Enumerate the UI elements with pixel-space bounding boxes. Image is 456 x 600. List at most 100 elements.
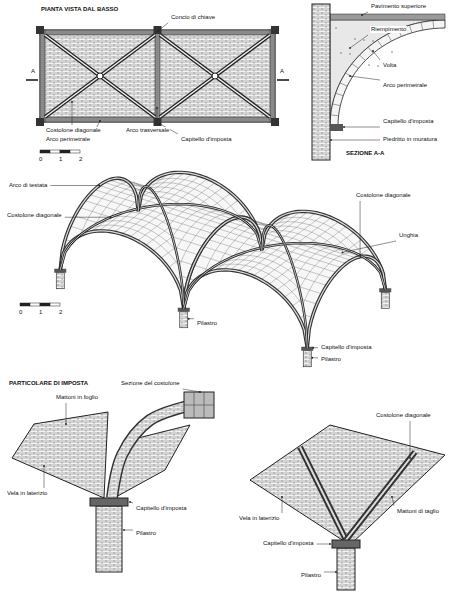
- face-arch: [60, 231, 184, 309]
- springer-detail: [12, 392, 214, 572]
- rib-section: [184, 392, 214, 418]
- section-mark: [26, 79, 289, 81]
- part-label: Costolone diagonale: [355, 192, 412, 199]
- leader-line: [362, 12, 368, 15]
- infill-grain: [340, 52, 342, 54]
- leader-line: [65, 217, 111, 218]
- leader-line: [350, 76, 380, 80]
- brick-course: [211, 193, 231, 208]
- leader-dot: [123, 529, 125, 531]
- section-mark: A: [279, 68, 285, 75]
- scale-number: 1: [38, 309, 43, 316]
- groin-rib-core: [161, 204, 262, 250]
- diagonal-rib: [160, 35, 270, 117]
- leader-dot: [110, 216, 112, 218]
- leader-dot: [409, 457, 411, 459]
- voussoir-joint: [409, 25, 411, 33]
- view-title: SEZIONE A-A: [345, 150, 385, 157]
- scale-bar-segment: [30, 303, 40, 306]
- face-arch: [307, 256, 385, 348]
- brick-course: [90, 195, 136, 210]
- face-arch-core: [184, 217, 262, 309]
- capital: [90, 498, 128, 506]
- leader-line: [343, 241, 396, 252]
- rib-section-joints: [184, 392, 214, 418]
- leader-line: [130, 502, 133, 503]
- infill-grain: [349, 53, 351, 55]
- diagonal-rib-core: [45, 35, 155, 117]
- brick-course: [213, 234, 259, 249]
- capital: [332, 540, 360, 548]
- scale-number: 1: [58, 156, 63, 163]
- leader-dot: [188, 318, 190, 320]
- infill-grain: [335, 27, 337, 29]
- arch-band: [155, 30, 160, 122]
- scale-bar-segment: [40, 303, 50, 306]
- leader-line: [313, 347, 318, 348]
- wall: [312, 4, 330, 160]
- leader-dot: [65, 423, 67, 425]
- part-label: Costolone diagonale: [375, 412, 432, 419]
- pier-shaft: [337, 548, 355, 590]
- part-label: Pilastro: [135, 530, 157, 537]
- pier-plan: [154, 26, 162, 34]
- face-arch-core: [138, 172, 262, 250]
- part-label: Capitello d'imposta: [320, 344, 373, 351]
- voussoir-joint: [388, 34, 392, 41]
- leader-dot: [349, 75, 351, 77]
- floor-slab: [330, 14, 445, 20]
- face-arch-core: [60, 178, 138, 270]
- voussoir-joint: [377, 40, 382, 46]
- pier-shaft: [303, 351, 311, 367]
- face-arch-core: [307, 256, 385, 348]
- voussoir-joint: [368, 47, 373, 53]
- brick-course: [296, 276, 327, 286]
- leader-dot: [98, 185, 100, 187]
- leader-dot: [311, 357, 313, 359]
- leader-dot: [71, 101, 73, 103]
- brick-course: [161, 248, 176, 259]
- groin-rib-core: [184, 244, 285, 309]
- face-arch: [60, 178, 138, 270]
- leader-dot: [281, 496, 283, 498]
- brick-course: [289, 243, 305, 255]
- part-label: Capitello d'imposta: [382, 118, 435, 125]
- infill-grain: [377, 65, 379, 67]
- groin-rib-core: [285, 244, 308, 348]
- leader-dot: [330, 139, 332, 141]
- part-label: Concio di chiave: [170, 14, 216, 21]
- brick-course: [175, 248, 198, 255]
- face-arch: [262, 211, 386, 289]
- view-title: PARTICOLARE DI IMPOSTA: [8, 380, 89, 387]
- section-mark: A: [30, 68, 36, 75]
- brick-course: [299, 287, 322, 294]
- leader-line: [72, 102, 73, 125]
- leader-line: [282, 497, 283, 513]
- brick-course: [249, 251, 292, 265]
- keystone: [212, 73, 218, 79]
- part-label: Arco trasversale: [125, 127, 170, 134]
- pier-plan: [271, 26, 279, 34]
- view-title: PIANTA VISTA DAL BASSO: [40, 6, 119, 13]
- groin-rib-core: [138, 187, 161, 212]
- part-label: Vela in laterizio: [238, 515, 280, 522]
- brick-course: [80, 207, 111, 217]
- part-label: Capitello d'imposta: [262, 540, 315, 547]
- infill-grain: [368, 64, 370, 66]
- diagonal-rib-core: [160, 35, 270, 117]
- vault-web: [184, 244, 308, 348]
- leader-dot: [129, 501, 131, 503]
- pier-plan: [271, 118, 279, 126]
- leader-line: [44, 466, 45, 488]
- part-label: Costolone diagonale: [6, 212, 63, 219]
- part-label: Mattoni in foglio: [55, 394, 99, 401]
- brick-course: [335, 232, 355, 247]
- diagonal-rib-core: [45, 35, 155, 117]
- groin-rib: [138, 187, 161, 212]
- part-label: Riempimento: [370, 26, 407, 33]
- diagonal-rib: [45, 35, 155, 117]
- scale-bar-segment: [20, 303, 30, 306]
- voussoir-joint: [421, 22, 423, 30]
- brick-course: [297, 218, 331, 244]
- brick-course: [282, 213, 316, 239]
